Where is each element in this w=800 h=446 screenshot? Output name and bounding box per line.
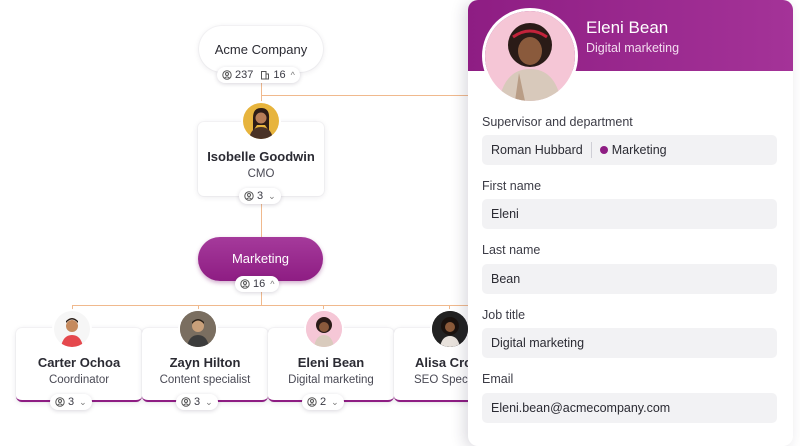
connector-line	[72, 305, 472, 306]
person-title: Digital marketing	[288, 374, 374, 386]
avatar	[485, 11, 575, 101]
department-color-dot	[599, 146, 608, 154]
department-name: Marketing	[231, 251, 290, 266]
employee-details-panel: Eleni Bean Digital marketing Supervisor …	[468, 0, 793, 446]
person-name: Zayn Hilton	[169, 355, 241, 370]
supervisor-name: Roman Hubbard	[491, 143, 583, 157]
email-field[interactable]: Eleni.bean@acmecompany.com	[482, 393, 777, 423]
person-title: Coordinator	[48, 374, 110, 386]
person-icon	[307, 397, 317, 407]
person-icon	[244, 191, 254, 201]
person-name: Eleni Bean	[297, 355, 365, 370]
person-icon	[222, 70, 232, 80]
reports-count: 3	[68, 396, 75, 408]
chevron-up-icon[interactable]: ^	[290, 70, 295, 80]
company-node[interactable]: Acme Company	[199, 26, 323, 72]
avatar	[432, 311, 468, 347]
chevron-down-icon[interactable]: ⌄	[268, 190, 276, 201]
reports-badge[interactable]: 3 ⌄	[176, 394, 218, 410]
connector-line	[261, 281, 262, 305]
employee-count: 237	[235, 69, 254, 81]
last-name-value: Bean	[491, 272, 521, 286]
company-name: Acme Company	[214, 42, 308, 57]
building-icon	[261, 71, 270, 80]
first-name-value: Eleni	[491, 207, 519, 221]
first-name-field[interactable]: Eleni	[482, 199, 777, 229]
chevron-up-icon[interactable]: ^	[270, 279, 275, 289]
person-title: SEO Speci	[414, 374, 471, 386]
person-icon	[240, 279, 250, 289]
company-stats-badge[interactable]: 237 16 ^	[217, 67, 300, 83]
department-count: 16	[273, 69, 286, 81]
person-title: CMO	[247, 168, 275, 180]
panel-employee-name: Eleni Bean	[586, 18, 669, 37]
connector-line	[261, 72, 262, 108]
department-node[interactable]: Marketing	[198, 237, 323, 281]
reports-count: 2	[320, 396, 327, 408]
person-name: Alisa Cros	[415, 355, 480, 370]
reports-badge[interactable]: 2 ⌄	[302, 394, 344, 410]
supervisor-label: Supervisor and department	[482, 115, 633, 129]
email-label: Email	[482, 372, 514, 386]
email-value: Eleni.bean@acmecompany.com	[491, 401, 671, 415]
connector-line	[261, 196, 262, 237]
divider	[590, 142, 592, 158]
reports-badge[interactable]: 3 ⌄	[50, 394, 92, 410]
reports-badge[interactable]: 3 ⌄	[239, 188, 281, 204]
avatar	[306, 311, 342, 347]
first-name-label: First name	[482, 179, 542, 193]
connector-line	[261, 95, 471, 96]
person-title: Content specialist	[159, 374, 251, 386]
last-name-label: Last name	[482, 243, 541, 257]
department-name: Marketing	[611, 143, 667, 157]
person-icon	[181, 397, 191, 407]
avatar	[54, 311, 90, 347]
chevron-down-icon[interactable]: ⌄	[205, 396, 213, 407]
member-count: 16	[253, 278, 266, 290]
avatar	[180, 311, 216, 347]
avatar	[243, 103, 279, 139]
reports-count: 3	[257, 190, 264, 202]
department-badge[interactable]: 16 ^	[235, 276, 280, 292]
person-name: Carter Ochoa	[37, 355, 121, 370]
supervisor-field[interactable]: Roman Hubbard Marketing	[482, 135, 777, 165]
job-title-field[interactable]: Digital marketing	[482, 328, 777, 358]
chevron-down-icon[interactable]: ⌄	[79, 396, 87, 407]
last-name-field[interactable]: Bean	[482, 264, 777, 294]
panel-employee-role: Digital marketing	[586, 41, 680, 55]
reports-count: 3	[194, 396, 201, 408]
person-name: Isobelle Goodwin	[207, 149, 315, 164]
job-title-value: Digital marketing	[491, 336, 585, 350]
person-icon	[55, 397, 65, 407]
chevron-down-icon[interactable]: ⌄	[331, 396, 339, 407]
job-title-label: Job title	[482, 308, 526, 322]
